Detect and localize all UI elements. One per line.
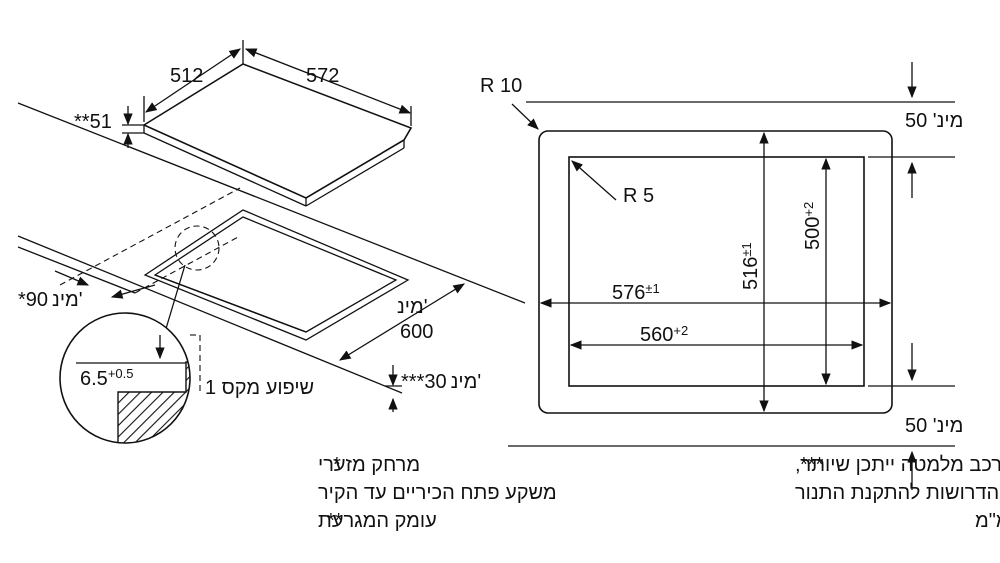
top-margin-label: מינ' 50 [905, 110, 963, 132]
slope-label: שיפוע מקס 1 [205, 377, 314, 399]
dim-516-label: 516±1 [739, 242, 762, 290]
detail-callout-circle [174, 225, 220, 271]
countertop-edge-front-lower [17, 246, 136, 294]
dim-572-label: 572 [306, 65, 339, 87]
legend-mark-1: * [333, 454, 341, 476]
depth-min-label: מינ' [397, 296, 428, 318]
notes: * מרחק מזערי משקע פתח הכיריים עד הקיר **… [318, 454, 1000, 532]
outer-radius-label: R 10 [480, 75, 522, 97]
cutout-opening [143, 209, 410, 341]
legend-text-3: עומק המגרעת [318, 510, 437, 532]
dim-line-512 [145, 48, 241, 113]
dim-576-label: 576±1 [612, 281, 660, 304]
plan-view: מינ' 50 מינ' 50 R 10 R 5 576±1 560+2 516… [480, 62, 963, 490]
magnified-detail: 6.5+0.5 [59, 312, 201, 444]
countertop-edge-top [17, 102, 526, 304]
oven-note-line2: ראה המידות הדרושות להתקנת התנור [795, 482, 1000, 504]
bottom-margin-label: מינ' 50 [905, 415, 963, 437]
dim-51-label: **51 [74, 111, 112, 133]
inner-cutout-rect [568, 156, 865, 387]
dim-560-label: 560+2 [640, 323, 688, 346]
dim-line-572 [244, 48, 412, 114]
countertop-edge-front [17, 235, 403, 394]
units-note: מידות במ"מ [975, 510, 1000, 532]
legend-text-2: משקע פתח הכיריים עד הקיר [318, 482, 557, 504]
dim-512-label: 512 [170, 65, 203, 87]
oven-note-mark: *** [800, 454, 824, 476]
dim-500-label: 500+2 [801, 202, 824, 250]
oven-note-line1: עם תנור מורכב מלמטה ייתכן שיותר, [795, 454, 1000, 476]
legend-mark-3: ** [327, 510, 343, 532]
depth-min-value: 600 [400, 321, 433, 343]
detail-dim-label: 6.5+0.5 [80, 366, 133, 390]
outer-cutout-rect [538, 130, 893, 414]
legend-text-1: מרחק מזערי [318, 454, 420, 476]
inner-radius-label: R 5 [623, 185, 654, 207]
